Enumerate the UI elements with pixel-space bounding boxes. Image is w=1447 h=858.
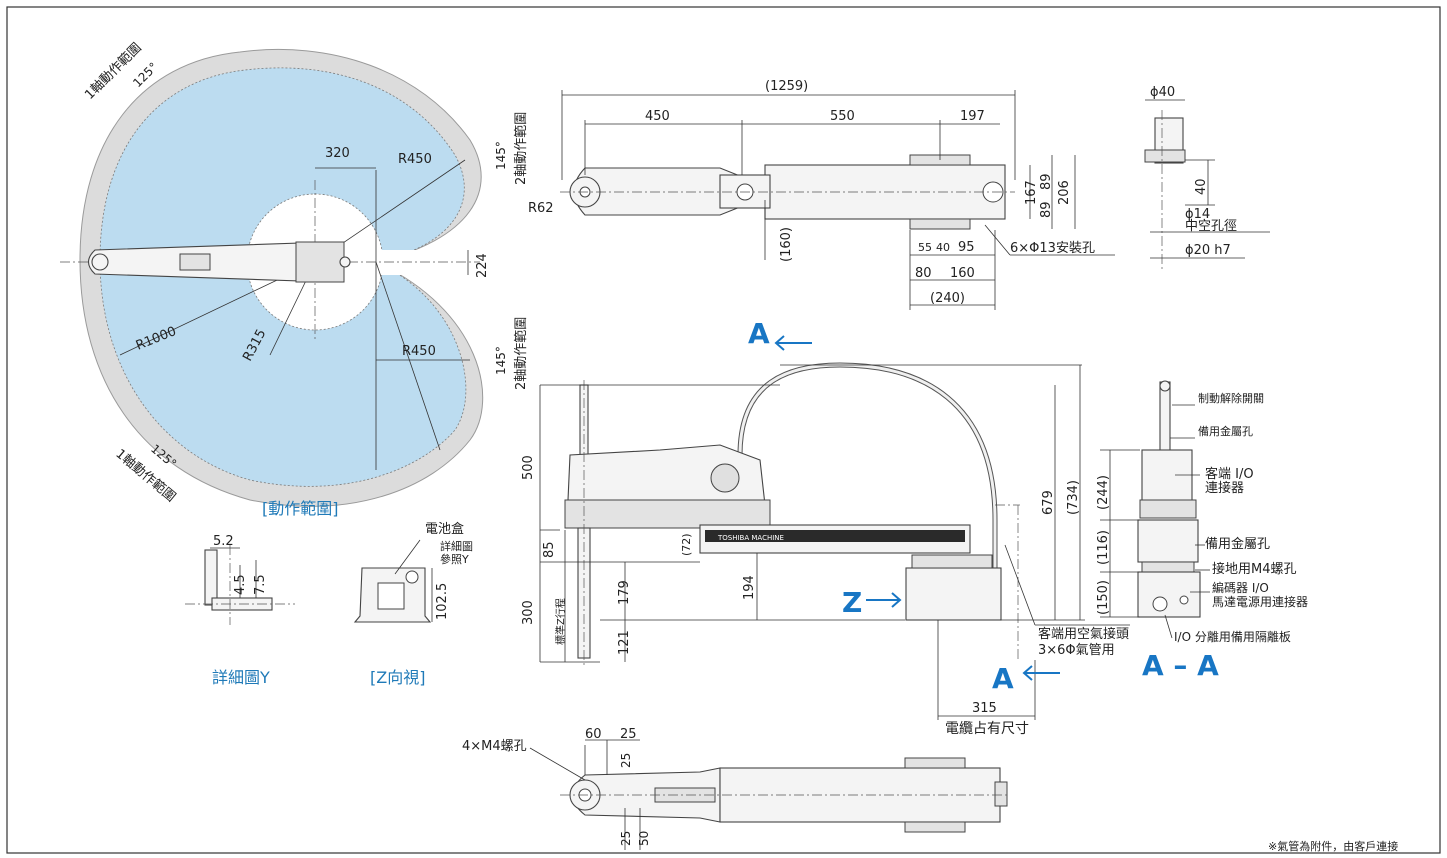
dim-r450-top: R450 [398, 152, 432, 167]
dim-206: 206 [1057, 180, 1072, 205]
dim-55: 55 [918, 241, 932, 254]
io-plate-label: I/O 分離用備用隔離板 [1174, 629, 1291, 644]
axis2-range-label-mid: 2軸動作範圍 [514, 317, 529, 390]
dim-167: 167 [1024, 180, 1039, 205]
z-view-102-5: 102.5 [435, 583, 450, 620]
z-view-caption: [Z向視] [370, 668, 425, 687]
dim-r62: R62 [528, 201, 554, 216]
dim-224: 224 [475, 253, 490, 278]
dim-r450-bottom: R450 [402, 344, 436, 359]
brand-plate: TOSHIBA MACHINE [717, 534, 784, 542]
dim-734: (734) [1066, 480, 1081, 515]
robot-arm-top [87, 241, 351, 283]
ground-screw-label: 接地用M4螺孔 [1212, 561, 1297, 577]
client-io-label-2: 連接器 [1205, 480, 1244, 496]
phi-40: ϕ40 [1150, 85, 1175, 100]
dim-500: 500 [521, 455, 536, 480]
encoder-io-label: 編碼器 I/O [1212, 580, 1269, 595]
arrow-a-bottom-icon [1022, 665, 1060, 681]
bottom-dim-60: 60 [585, 727, 602, 742]
dim-550: 550 [830, 109, 855, 124]
section-aa-title: A – A [1142, 649, 1219, 682]
dim-194: 194 [742, 575, 757, 600]
detail-ref-label-1: 詳細圖 [440, 539, 473, 553]
bottom-dim-25b: 25 [619, 753, 633, 768]
motion-range-caption: [動作範圍] [262, 499, 339, 518]
shaft-dim-40: 40 [1194, 178, 1209, 195]
dim-244: (244) [1096, 475, 1111, 510]
footnote: ※氣管為附件，由客戶連接 [1268, 839, 1398, 853]
detail-y-7-5: 7.5 [253, 574, 268, 595]
arrow-z-icon [866, 592, 902, 608]
z-stroke-label: 標準Z行程 [554, 598, 567, 645]
air-fitting-label: 客端用空氣接頭 [1038, 626, 1129, 642]
client-io-label-1: 客端 I/O [1205, 466, 1254, 482]
detail-ref-label-2: 參照Y [440, 552, 469, 566]
bottom-dim-25a: 25 [620, 727, 637, 742]
dim-116: (116) [1096, 530, 1111, 565]
bottom-dim-50: 50 [637, 831, 651, 846]
dim-160-paren: (160) [779, 227, 794, 262]
dim-160: 160 [950, 266, 975, 281]
plan-view: (1259) 450 550 197 R62 (160) 55 40 95 80… [528, 79, 1115, 310]
m4-screws-label: 4×M4螺孔 [462, 739, 527, 754]
dim-40-plan: 40 [936, 241, 950, 254]
dim-85: 85 [542, 541, 557, 558]
dim-240: (240) [930, 291, 965, 306]
motor-power-label: 馬達電源用連接器 [1212, 594, 1308, 609]
angle-145-top: 145° [494, 141, 508, 170]
arrow-z: Z [842, 586, 862, 619]
hollow-bore-label: 中空孔徑 [1185, 219, 1237, 234]
section-aa-view: A – A (244) (116) (150) 制動解除開關 備用金屬孔 客端 … [1096, 380, 1308, 682]
dim-89b: 89 [1039, 201, 1054, 218]
arrow-a-top: A [748, 317, 770, 350]
dim-300: 300 [521, 600, 536, 625]
battery-box-label: 電池盒 [425, 521, 464, 537]
dim-1259: (1259) [765, 79, 808, 94]
axis2-range-label-top: 2軸動作範圍 [514, 112, 529, 185]
side-view: TOSHIBA MACHINE A Z A 500 85 (72) [521, 317, 1130, 737]
dim-80: 80 [915, 266, 932, 281]
detail-y-4-5: 4.5 [233, 574, 248, 595]
shaft-detail: ϕ40 40 ϕ14 中空孔徑 ϕ20 h7 [1144, 85, 1270, 270]
angle-145-bottom: 145° [494, 346, 508, 375]
arrow-a-top-icon [774, 335, 812, 351]
bottom-dim-25c: 25 [619, 831, 633, 846]
air-tube-label: 3×6Φ氣管用 [1038, 643, 1115, 658]
dim-679: 679 [1041, 490, 1056, 515]
cable-space-label: 電纜占有尺寸 [945, 720, 1029, 737]
dim-179: 179 [617, 580, 632, 605]
spare-hole-label-1: 備用金屬孔 [1198, 424, 1253, 438]
dim-72: (72) [680, 533, 693, 556]
arrow-a-bottom: A [992, 662, 1014, 695]
detail-y-caption: 詳細圖Y [212, 668, 270, 687]
mounting-holes-label: 6×Φ13安裝孔 [1010, 241, 1095, 256]
spare-hole-label-2: 備用金屬孔 [1205, 536, 1270, 552]
dim-121: 121 [617, 630, 632, 655]
bottom-view: 4×M4螺孔 60 25 25 25 50 [462, 727, 1010, 850]
dim-450: 450 [645, 109, 670, 124]
dim-320: 320 [325, 146, 350, 161]
dim-150: (150) [1096, 580, 1111, 615]
dim-89a: 89 [1039, 173, 1054, 190]
brake-release-label: 制動解除開關 [1198, 391, 1264, 405]
detail-y-view: 5.2 4.5 7.5 詳細圖Y [185, 534, 295, 687]
z-direction-view: 電池盒 詳細圖 參照Y 102.5 [Z向視] [353, 521, 473, 687]
dim-197: 197 [960, 109, 985, 124]
motion-range-view: 1軸動作範圍 125° 145° 2軸動作範圍 320 R450 224 R10… [60, 40, 529, 518]
phi-14: ϕ14 [1185, 207, 1210, 222]
phi-20-h7: ϕ20 h7 [1185, 243, 1231, 258]
detail-y-5-2: 5.2 [213, 534, 234, 549]
dim-95: 95 [958, 240, 975, 255]
dim-315: 315 [972, 701, 997, 716]
